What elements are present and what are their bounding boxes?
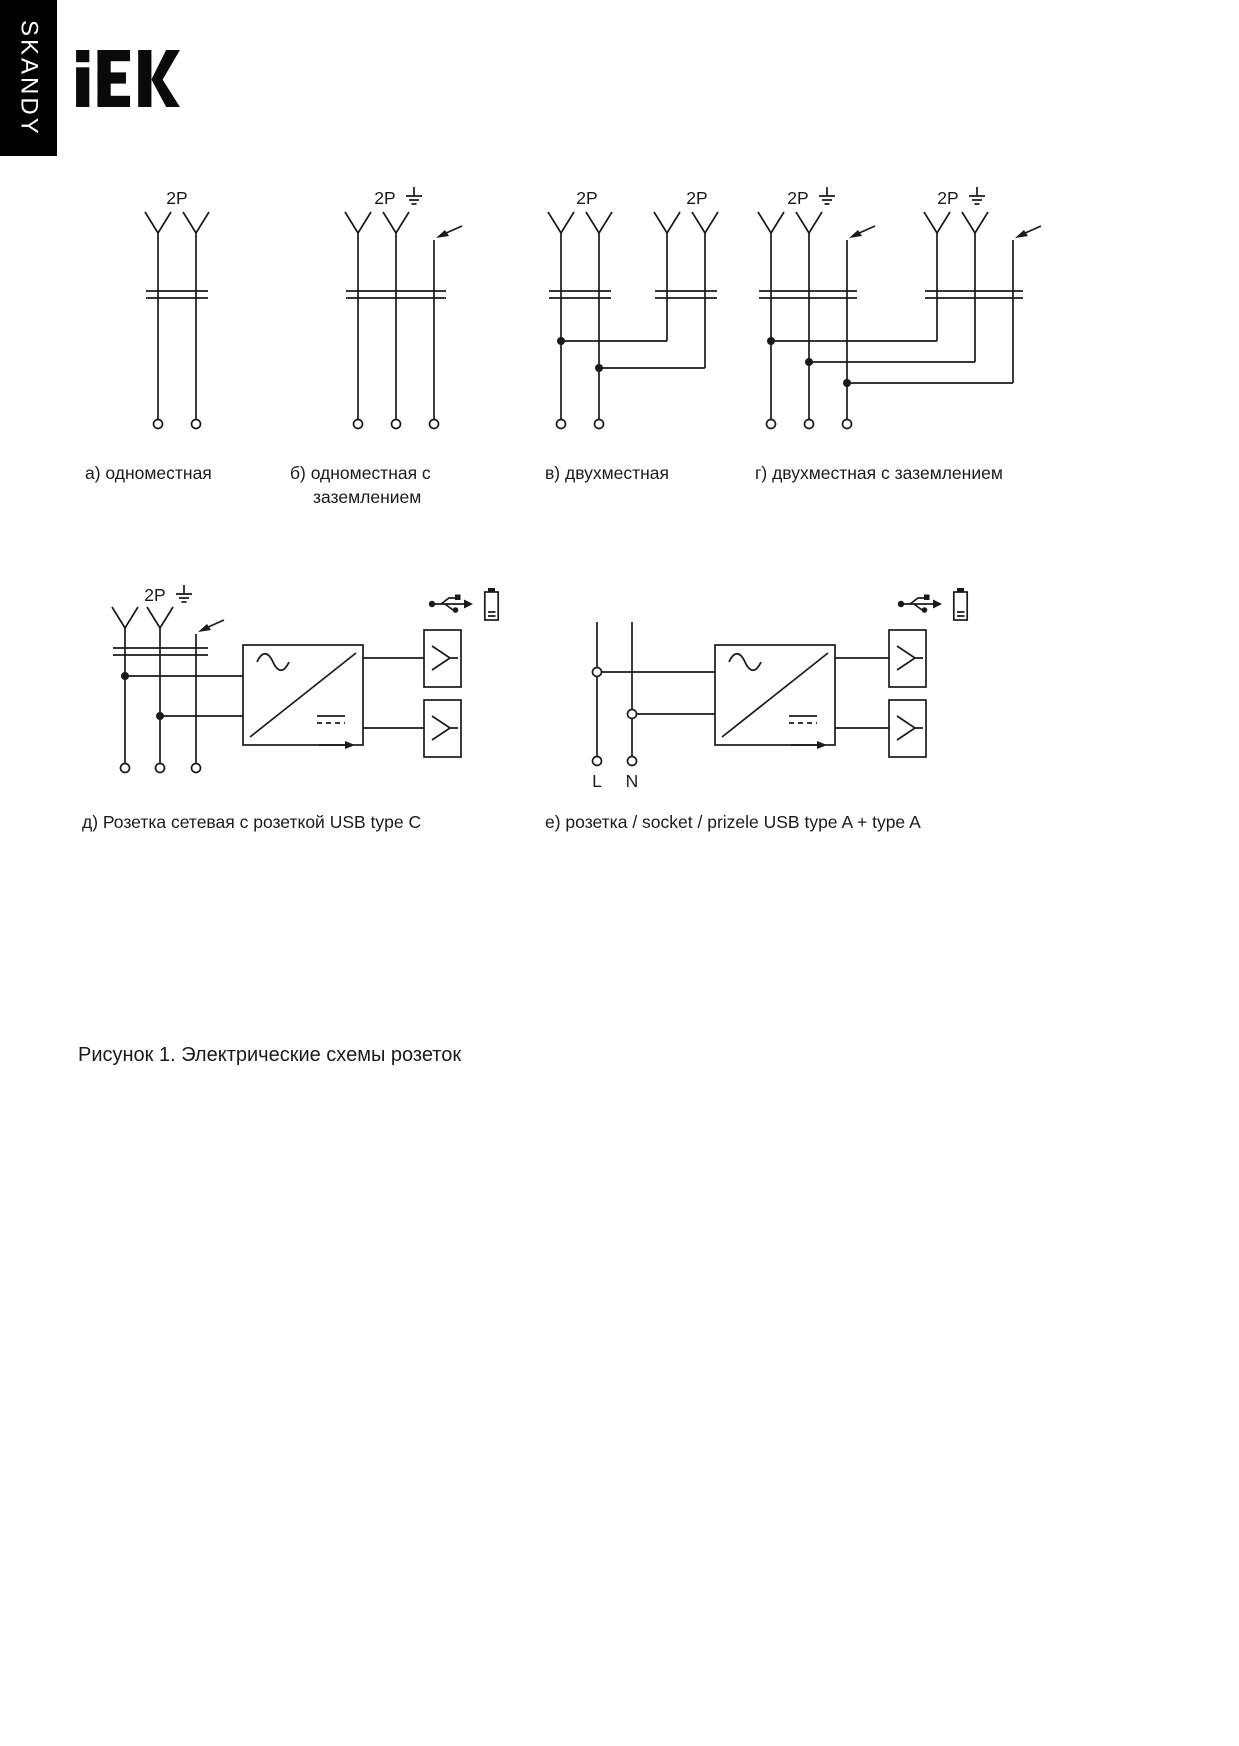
ground-symbol: [968, 186, 986, 205]
label-terminal-n: N: [626, 771, 639, 791]
caption-diagram-b-line1: б) одноместная с: [290, 463, 431, 483]
series-name: SKANDY: [15, 19, 43, 137]
ground-symbols: [175, 186, 986, 603]
diagram-e-socket-usb-a: [591, 587, 969, 767]
usb-output-box: [888, 699, 927, 758]
figure-caption: Рисунок 1. Электрические схемы розеток: [78, 1044, 462, 1066]
battery-icon: [483, 587, 500, 621]
usb-icon: [427, 593, 474, 614]
battery-icon: [952, 587, 969, 621]
pe-arrow-icon: [1014, 225, 1042, 239]
caption-diagram-b: б) одноместная с заземлением: [290, 461, 431, 509]
pe-arrow-icon: [435, 225, 463, 239]
pe-arrow-icon: [848, 225, 876, 239]
ground-symbol: [175, 584, 193, 603]
diagram-g-double-socket-grounded: [757, 211, 1042, 430]
series-tab: SKANDY: [0, 0, 57, 156]
caption-diagram-e: е) розетка / socket / prizele USB type A…: [545, 812, 921, 832]
label-2p-v-left: 2P: [576, 188, 597, 208]
usb-icon: [896, 593, 943, 614]
label-2p-d: 2P: [144, 585, 165, 605]
label-2p-g-left: 2P: [787, 188, 808, 208]
label-terminal-l: L: [592, 771, 602, 791]
diagram-d-socket-usb-c: [111, 587, 500, 774]
pe-arrow-icon: [197, 619, 225, 633]
brand-logo-wrap: [76, 50, 180, 107]
acdc-converter-box: [714, 644, 836, 750]
label-2p-b: 2P: [374, 188, 395, 208]
iek-logo: [76, 50, 180, 107]
usb-output-box: [888, 629, 927, 688]
usb-output-box: [423, 699, 462, 758]
ground-symbol: [818, 186, 836, 205]
ground-symbol: [405, 186, 423, 205]
caption-diagram-b-line2: заземлением: [313, 487, 422, 508]
diagram-labels: 2P 2P 2P 2P 2P 2P 2P L N: [144, 188, 958, 791]
diagram-v-double-socket: [547, 211, 719, 430]
label-2p-v-right: 2P: [686, 188, 707, 208]
label-2p-a: 2P: [166, 188, 187, 208]
caption-diagram-g: г) двухместная с заземлением: [755, 463, 1003, 483]
label-2p-g-right: 2P: [937, 188, 958, 208]
iek-logo-glyphs: [76, 50, 180, 107]
caption-diagram-v: в) двухместная: [545, 463, 670, 483]
diagram-a-single-socket: [144, 211, 210, 430]
caption-diagram-d: д) Розетка сетевая с розеткой USB type C: [82, 812, 422, 832]
acdc-converter-box: [242, 644, 364, 750]
wiring-diagrams: 2P 2P 2P 2P 2P 2P 2P L N: [111, 186, 1042, 791]
usb-output-box: [423, 629, 462, 688]
caption-diagram-a: а) одноместная: [85, 463, 212, 483]
diagram-b-single-socket-grounded: [344, 211, 463, 430]
